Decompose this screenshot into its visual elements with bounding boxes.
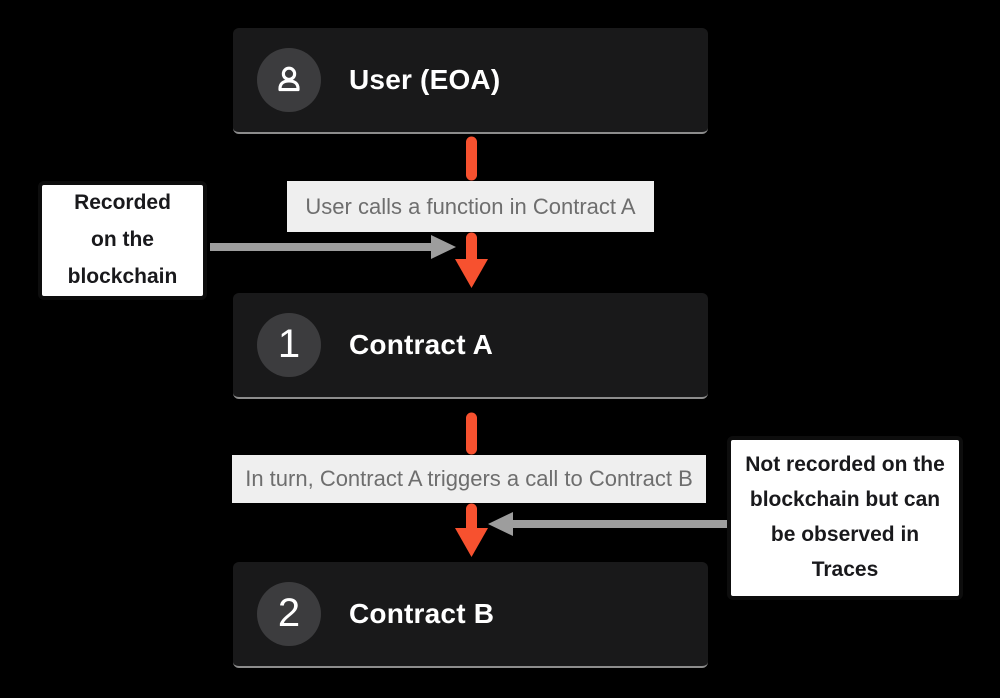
note-line: blockchain (67, 264, 178, 288)
node-title-contract-a: Contract A (349, 329, 494, 360)
note-line: Not recorded on the (745, 453, 945, 477)
step-badge-1: 1 (257, 313, 321, 377)
step-badge-2: 2 (257, 582, 321, 646)
user-icon (271, 62, 307, 98)
node-user-eoa: User (EOA) (233, 28, 708, 134)
edge-label-call-2: In turn, Contract A triggers a call to C… (232, 455, 706, 503)
node-title-user: User (EOA) (349, 64, 501, 95)
note-line: on the (91, 228, 154, 252)
node-title-contract-b: Contract B (349, 598, 495, 629)
step-number: 1 (277, 322, 301, 366)
note-line: blockchain but can (749, 488, 941, 512)
user-avatar (257, 48, 321, 112)
note-line: Traces (811, 557, 879, 581)
note-arrow-right (488, 512, 727, 536)
edge-label-call-1: User calls a function in Contract A (287, 181, 654, 232)
node-contract-a: 1 Contract A (233, 293, 708, 399)
note-line: be observed in (770, 523, 920, 546)
node-contract-b: 2 Contract B (233, 562, 708, 668)
note-not-recorded-traces: Not recorded on the blockchain but can b… (727, 436, 963, 600)
step-number: 2 (277, 591, 301, 635)
note-recorded-on-blockchain: Recorded on the blockchain (38, 181, 207, 300)
note-line: Recorded (74, 191, 171, 215)
note-arrow-left (210, 235, 456, 259)
